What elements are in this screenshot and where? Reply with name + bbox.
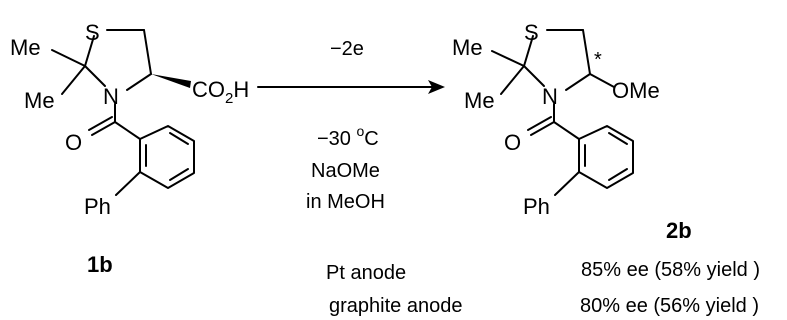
reactant-methyl-2: Me bbox=[24, 88, 55, 113]
product-methyl-1: Me bbox=[452, 35, 483, 60]
p-bond-c2-s bbox=[523, 35, 534, 67]
p-benzene-ring bbox=[578, 125, 634, 189]
reactant-structure bbox=[51, 29, 195, 196]
p-bond-aryl-ph bbox=[554, 171, 580, 196]
temperature-degree: o bbox=[356, 123, 364, 139]
carboxyl-h: H bbox=[233, 77, 249, 102]
p-bond-c2-me2 bbox=[500, 65, 525, 95]
bond-carbonyl-aryl bbox=[114, 121, 141, 140]
temperature-unit: C bbox=[364, 128, 378, 150]
bond-ch2-c4 bbox=[143, 29, 152, 75]
benzene-inner-2 bbox=[169, 168, 189, 181]
result-anode-1: Pt anode bbox=[326, 262, 406, 284]
reactant-sulfur-atom: S bbox=[85, 20, 100, 45]
result-anode-2: graphite anode bbox=[329, 295, 462, 317]
condition-solvent: in MeOH bbox=[306, 191, 385, 213]
carboxyl-subscript: 2 bbox=[225, 90, 233, 107]
product-structure bbox=[491, 29, 634, 196]
bond-carbonyl-o bbox=[91, 121, 116, 136]
p-bond-n-c2 bbox=[523, 65, 545, 87]
benzene-inner-1 bbox=[169, 132, 189, 145]
reactant-label: 1b bbox=[87, 252, 113, 277]
condition-electrons: −2e bbox=[330, 38, 364, 60]
bond-carbonyl-o-2 bbox=[88, 116, 113, 131]
reaction-arrow bbox=[257, 80, 445, 94]
product-oxygen-atom: O bbox=[504, 130, 521, 155]
carboxyl-co: CO bbox=[192, 77, 225, 102]
condition-temperature: −30 oC bbox=[317, 123, 379, 150]
reactant-methyl-1: Me bbox=[10, 35, 41, 60]
p-benzene-inner-2 bbox=[608, 168, 628, 181]
bond-aryl-ph bbox=[115, 171, 141, 196]
p-bond-c4-ome bbox=[589, 73, 615, 88]
product-methyl-2: Me bbox=[464, 88, 495, 113]
bond-c2-me1 bbox=[51, 49, 86, 67]
p-bond-carbonyl-o bbox=[530, 121, 555, 136]
reactant-oxygen-atom: O bbox=[65, 130, 82, 155]
result-outcome-2: 80% ee (56% yield ) bbox=[580, 295, 759, 317]
reactant-nitrogen-atom: N bbox=[103, 84, 119, 109]
bond-c4-n bbox=[126, 73, 152, 91]
wedge-bond-carboxyl bbox=[151, 74, 191, 88]
p-bond-carbonyl-aryl bbox=[553, 121, 580, 140]
product-sulfur-atom: S bbox=[524, 20, 539, 45]
product-stereocenter-mark: * bbox=[594, 49, 602, 71]
condition-base: NaOMe bbox=[311, 160, 380, 182]
benzene-ring bbox=[139, 125, 195, 189]
result-outcome-1: 85% ee (58% yield ) bbox=[581, 259, 760, 281]
p-bond-carbonyl-o-2 bbox=[527, 116, 552, 131]
temperature-value: −30 bbox=[317, 128, 356, 150]
p-bond-c4-n bbox=[565, 73, 591, 91]
bond-c2-me2 bbox=[61, 65, 86, 95]
p-benzene-inner-1 bbox=[608, 132, 628, 145]
product-nitrogen-atom: N bbox=[542, 84, 558, 109]
p-bond-ch2-c4 bbox=[582, 29, 591, 75]
reactant-phenyl: Ph bbox=[84, 194, 111, 219]
bond-c2-s bbox=[84, 35, 95, 67]
product-label: 2b bbox=[666, 218, 692, 243]
product-methoxy: OMe bbox=[612, 78, 660, 103]
product-phenyl: Ph bbox=[523, 194, 550, 219]
arrow-head bbox=[428, 80, 445, 94]
bond-n-c2 bbox=[84, 65, 106, 87]
p-bond-c2-me1 bbox=[491, 50, 525, 67]
reactant-carboxyl-group: CO2H bbox=[192, 77, 249, 107]
